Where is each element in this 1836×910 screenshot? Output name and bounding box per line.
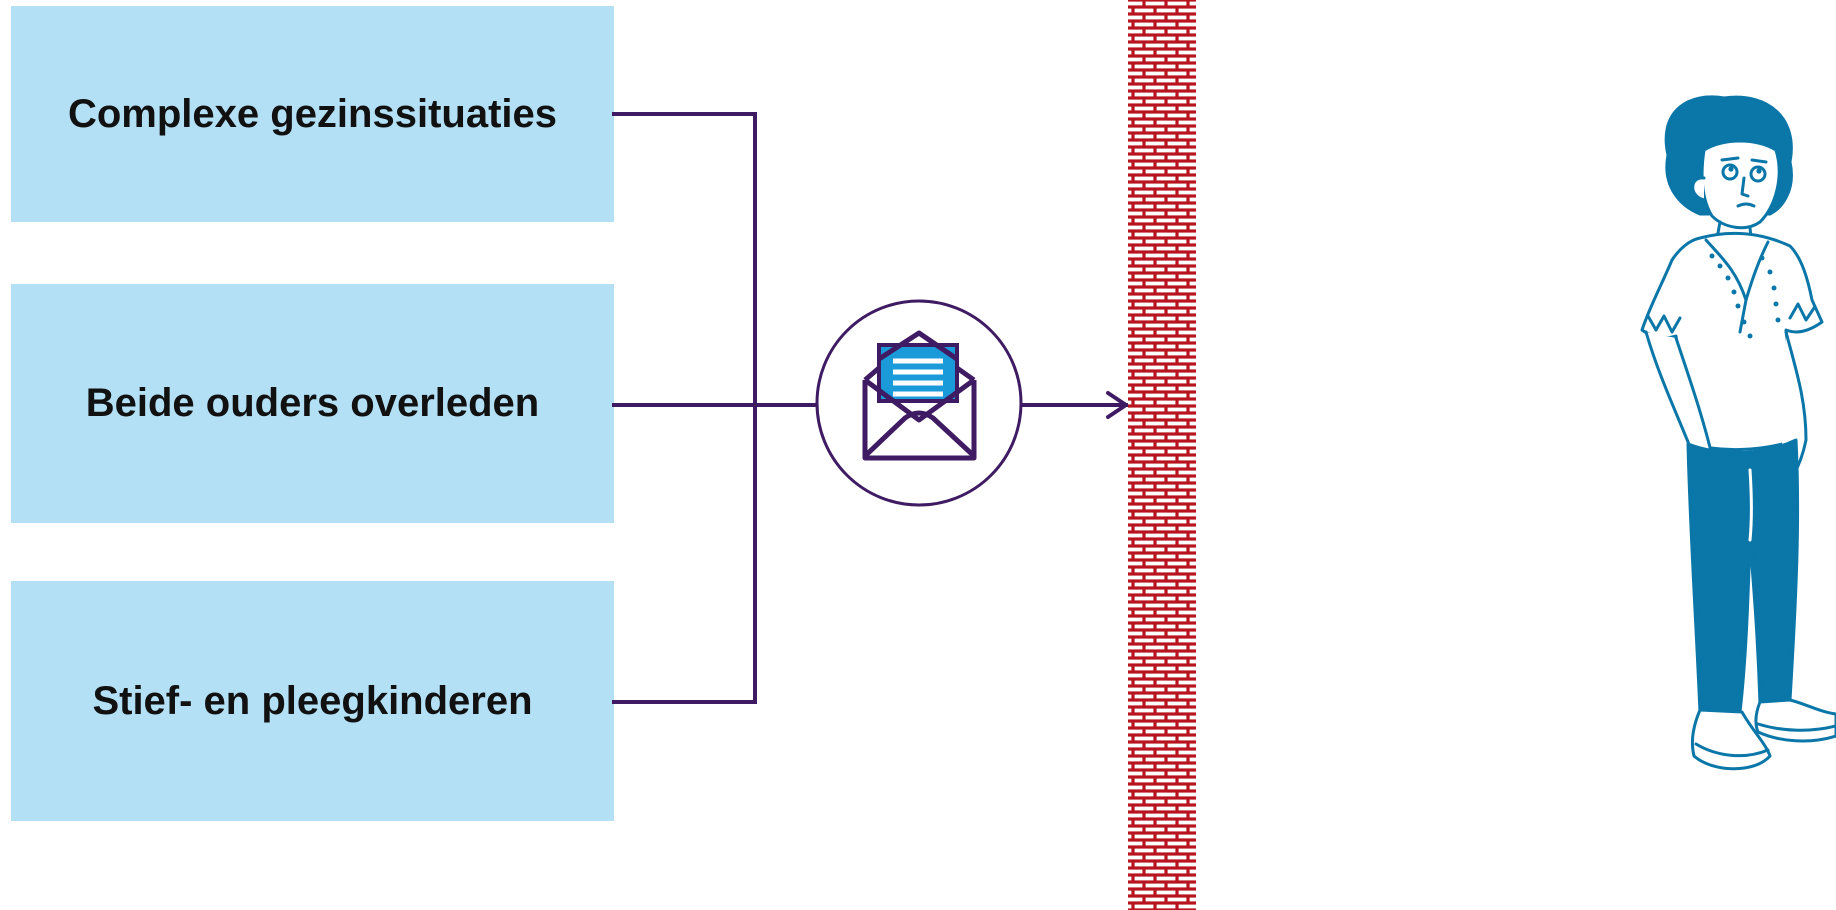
- worried-person-illustration: [1640, 95, 1836, 771]
- brick-wall: [1128, 0, 1196, 910]
- situation-box-both-parents-deceased: Beide ouders overleden: [11, 284, 614, 523]
- open-envelope-icon: [815, 299, 1023, 507]
- situation-label: Stief- en pleegkinderen: [92, 678, 533, 723]
- nose: [1740, 176, 1750, 198]
- brows: [1720, 156, 1768, 164]
- connector-lines: [612, 112, 1130, 704]
- situation-box-complex-families: Complexe gezinssituaties: [11, 6, 614, 222]
- connector-from-box-1: [612, 112, 757, 407]
- face: [1700, 139, 1781, 230]
- arrowhead: [1106, 391, 1128, 419]
- ear: [1691, 176, 1706, 202]
- situation-box-step-foster-children: Stief- en pleegkinderen: [11, 581, 614, 821]
- mouth: [1736, 202, 1756, 208]
- pants: [1686, 438, 1800, 714]
- connector-from-box-3: [612, 403, 757, 704]
- right-shoe: [1754, 698, 1836, 743]
- situation-label: Complexe gezinssituaties: [67, 91, 558, 136]
- situation-label: Beide ouders overleden: [85, 381, 540, 425]
- shirt-pattern: [1709, 253, 1781, 339]
